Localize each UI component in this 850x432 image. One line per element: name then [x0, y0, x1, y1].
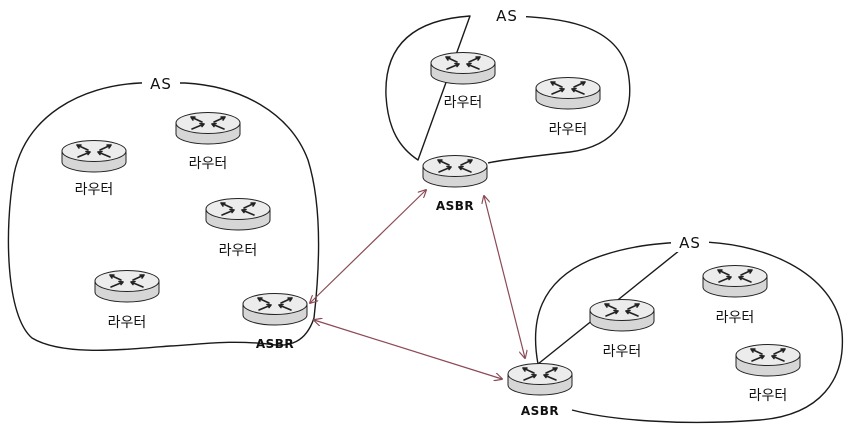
router-icon — [702, 264, 768, 298]
router-br-3: 라우터 — [735, 343, 801, 404]
as-boundary-top — [385, 15, 631, 164]
router-icon — [589, 298, 655, 332]
asbr-bottom-right: ASBR — [507, 362, 573, 418]
router-label: 라우터 — [108, 315, 147, 331]
asbr-top: ASBR — [422, 154, 488, 213]
router-top-2: 라우터 — [535, 76, 601, 138]
link-top-to-bottom-right — [484, 196, 525, 358]
asbr-router-icon — [507, 362, 573, 396]
svg-text:AS: AS — [679, 234, 701, 252]
router-top-1: 라우터 — [430, 51, 496, 111]
inter-as-links — [310, 190, 525, 379]
asbr-label: ASBR — [256, 337, 294, 351]
router-icon — [535, 76, 601, 110]
router-icon — [430, 51, 496, 85]
router-icon — [94, 269, 160, 303]
as-boundary-bottom-right — [534, 241, 844, 424]
router-label: 라우터 — [603, 344, 642, 360]
link-left-to-top — [310, 190, 426, 303]
router-left-3: 라우터 — [205, 197, 271, 259]
svg-text:AS: AS — [150, 75, 172, 93]
router-left-2: 라우터 — [175, 111, 241, 172]
router-left-4: 라우터 — [94, 269, 160, 331]
router-label: 라우터 — [716, 310, 755, 326]
router-label: 라우터 — [749, 388, 788, 404]
asbr-router-icon — [242, 292, 308, 326]
router-label: 라우터 — [549, 122, 588, 138]
router-label: 라우터 — [444, 95, 483, 111]
asbr-router-icon — [422, 154, 488, 188]
asbr-label: ASBR — [436, 199, 474, 213]
router-label: 라우터 — [189, 156, 228, 172]
router-label: 라우터 — [219, 243, 258, 259]
router-icon — [61, 139, 127, 173]
router-icon — [205, 197, 271, 231]
svg-text:AS: AS — [496, 7, 518, 25]
router-icon — [735, 343, 801, 377]
router-br-2: 라우터 — [702, 264, 768, 326]
router-br-1: 라우터 — [589, 298, 655, 360]
as-boundary-left — [7, 82, 320, 351]
asbr-label: ASBR — [521, 404, 559, 418]
router-icon — [175, 111, 241, 145]
asbr-left: ASBR — [242, 292, 308, 351]
link-left-to-bottom-right — [314, 320, 502, 379]
as-title-top: AS — [488, 5, 526, 25]
router-left-1: 라우터 — [61, 139, 127, 198]
as-title-left: AS — [142, 73, 180, 93]
router-label: 라우터 — [75, 182, 114, 198]
as-title-bottom-right: AS — [671, 232, 709, 252]
